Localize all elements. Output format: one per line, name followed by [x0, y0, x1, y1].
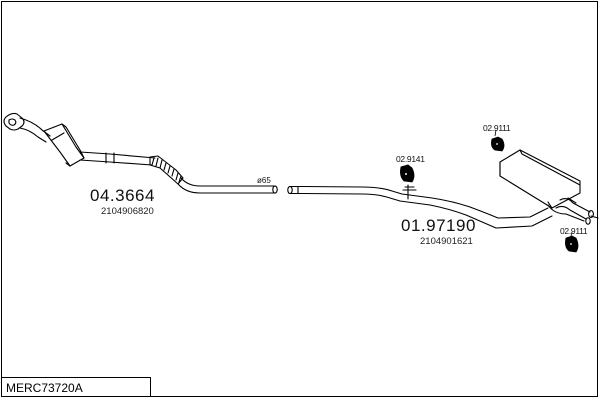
- diagram-code-box: MERC73720A: [1, 377, 151, 397]
- rubber-mount-rear-top: [491, 136, 505, 152]
- leader-rear-top: [494, 129, 497, 137]
- front-tail-pipe: [177, 177, 278, 194]
- clip-label-center: 02.9141: [396, 154, 425, 164]
- rubber-mount-rear-bottom: [565, 235, 579, 253]
- clip-label-rear-top: 02.9111: [483, 123, 511, 133]
- front-intermediate-pipe: [79, 151, 156, 166]
- rubber-mount-center: [400, 164, 415, 183]
- front-part-reference: 2104906820: [101, 206, 154, 217]
- front-part-number: 04.3664: [90, 186, 155, 205]
- flex-section: [149, 155, 184, 185]
- rear-tailpipes: [547, 197, 599, 225]
- leader-rear-bottom: [570, 231, 573, 237]
- pipe-diameter-label: ø65: [257, 176, 271, 185]
- diagram-code: MERC73720A: [6, 381, 83, 395]
- rear-part-reference: 2104901621: [420, 236, 473, 247]
- rear-part-number: 01.97190: [401, 216, 476, 235]
- front-silencer: [43, 123, 85, 167]
- front-flange: [3, 112, 25, 131]
- rear-intermediate-pipe: [287, 185, 553, 229]
- clip-label-rear-bottom: 02.9111: [560, 226, 588, 236]
- hanger-clip-center: [402, 184, 417, 200]
- rear-silencer: [499, 149, 581, 209]
- front-downpipe: [19, 117, 51, 143]
